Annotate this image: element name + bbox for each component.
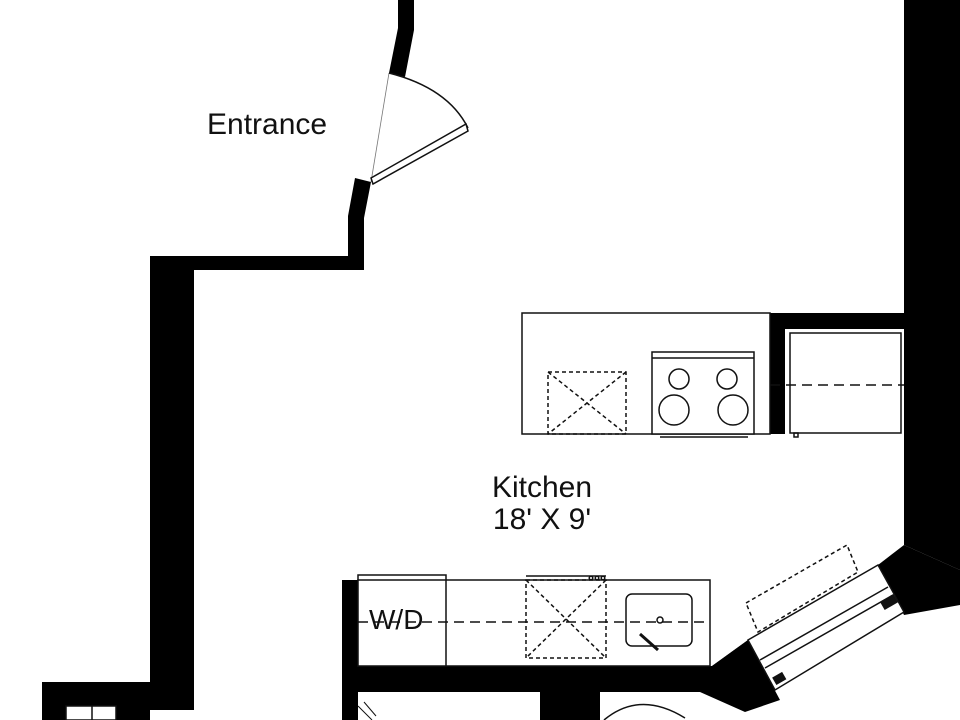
washer-dryer-label: W/D [369,606,423,634]
bottom-details [65,701,686,720]
kitchen-name: Kitchen [491,471,593,504]
wall-entrance-lower [194,178,371,270]
wall-left [150,256,194,710]
washer-dryer-label-text: W/D [369,604,424,635]
entrance-label-text: Entrance [207,108,328,141]
wall-kitchen-lower [342,640,780,720]
walls [42,0,960,720]
wall-window-left [712,640,775,705]
upper-counter [521,312,904,438]
entrance-label: Entrance [207,108,328,141]
wall-kitchen-lower-left [342,580,358,670]
lower-counter [357,574,711,667]
kitchen-label: Kitchen 18' X 9' [478,471,606,537]
kitchen-dimensions: 18' X 9' [492,503,592,537]
wall-entrance-upper [389,0,414,77]
wall-right [904,0,960,570]
wall-kitchen-upper [768,313,904,434]
entrance-door [370,72,469,186]
window-bay [745,543,906,692]
wall-right-angled [878,545,960,615]
